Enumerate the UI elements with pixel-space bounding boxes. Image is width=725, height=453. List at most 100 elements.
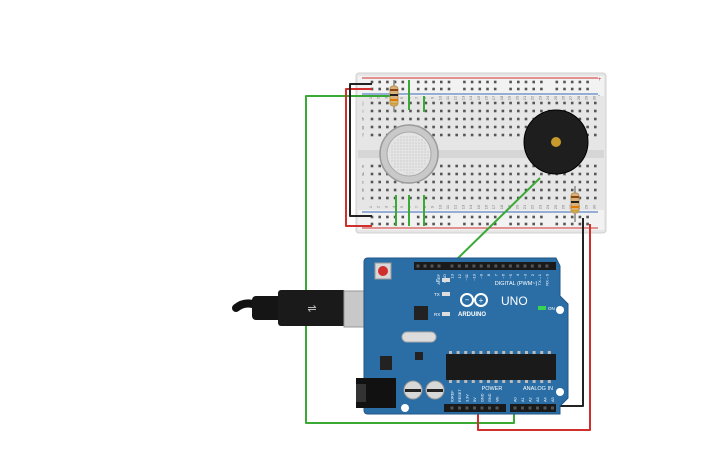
rail-hole[interactable] — [509, 80, 512, 84]
breadboard-hole[interactable] — [463, 101, 466, 105]
breadboard-hole[interactable] — [570, 172, 574, 176]
rail-hole[interactable] — [570, 80, 574, 84]
breadboard-hole[interactable] — [463, 109, 466, 113]
breadboard-hole[interactable] — [570, 109, 574, 113]
rail-hole[interactable] — [447, 215, 451, 219]
breadboard-hole[interactable] — [586, 172, 589, 176]
breadboard-hole[interactable] — [540, 109, 543, 113]
rail-hole[interactable] — [532, 80, 535, 84]
breadboard-hole[interactable] — [370, 188, 374, 192]
breadboard-hole[interactable] — [517, 133, 520, 137]
breadboard-hole[interactable] — [517, 125, 520, 129]
rail-hole[interactable] — [540, 87, 543, 91]
breadboard-hole[interactable] — [447, 117, 451, 121]
breadboard-hole[interactable] — [532, 188, 535, 192]
breadboard-hole[interactable] — [578, 164, 582, 168]
breadboard-hole[interactable] — [455, 172, 458, 176]
breadboard-hole[interactable] — [370, 101, 374, 105]
digital-header[interactable] — [414, 262, 556, 270]
breadboard-hole[interactable] — [378, 188, 381, 192]
breadboard-hole[interactable] — [532, 172, 535, 176]
rail-hole[interactable] — [586, 87, 589, 91]
breadboard-hole[interactable] — [455, 133, 458, 137]
breadboard-hole[interactable] — [393, 180, 397, 184]
breadboard-hole[interactable] — [463, 133, 466, 137]
rail-hole[interactable] — [378, 80, 381, 84]
breadboard-hole[interactable] — [478, 125, 482, 129]
power-pin-holes[interactable] — [450, 406, 499, 410]
breadboard-hole[interactable] — [570, 180, 574, 184]
rail-hole[interactable] — [370, 80, 374, 84]
breadboard-hole[interactable] — [416, 101, 420, 105]
breadboard-hole[interactable] — [509, 180, 512, 184]
rail-hole[interactable] — [470, 87, 474, 91]
rail-hole[interactable] — [586, 80, 589, 84]
breadboard-hole[interactable] — [440, 125, 443, 129]
breadboard-hole[interactable] — [470, 125, 474, 129]
breadboard-hole[interactable] — [578, 196, 582, 200]
breadboard-hole[interactable] — [524, 196, 528, 200]
digital-pin[interactable] — [487, 264, 490, 268]
rail-hole[interactable] — [463, 215, 466, 219]
rail-hole[interactable] — [517, 87, 520, 91]
rail-hole[interactable] — [416, 222, 420, 226]
wire-black-rail-link[interactable] — [349, 83, 372, 217]
breadboard-hole[interactable] — [470, 109, 474, 113]
rail-hole[interactable] — [570, 215, 574, 219]
breadboard-hole[interactable] — [594, 125, 597, 129]
breadboard-hole[interactable] — [378, 133, 381, 137]
breadboard-hole[interactable] — [463, 172, 466, 176]
rail-hole[interactable] — [478, 215, 482, 219]
breadboard-hole[interactable] — [586, 164, 589, 168]
breadboard-hole[interactable] — [432, 180, 435, 184]
breadboard-hole[interactable] — [501, 125, 505, 129]
breadboard-hole[interactable] — [493, 133, 497, 137]
rail-hole[interactable] — [432, 222, 435, 226]
wires[interactable] — [305, 80, 591, 431]
breadboard-hole[interactable] — [594, 133, 597, 137]
digital-pin[interactable] — [501, 264, 505, 268]
rail-hole[interactable] — [432, 87, 435, 91]
rail-hole[interactable] — [578, 80, 582, 84]
breadboard-hole[interactable] — [378, 196, 381, 200]
rail-hole[interactable] — [378, 215, 381, 219]
breadboard-hole[interactable] — [594, 109, 597, 113]
breadboard-hole[interactable] — [401, 109, 405, 113]
breadboard-hole[interactable] — [555, 180, 559, 184]
breadboard-hole[interactable] — [478, 188, 482, 192]
rail-hole[interactable] — [586, 222, 589, 226]
power-pin[interactable] — [495, 406, 499, 410]
breadboard-hole[interactable] — [570, 101, 574, 105]
reset-button-cap[interactable] — [378, 266, 388, 276]
breadboard-hole[interactable] — [416, 109, 420, 113]
breadboard-hole[interactable] — [563, 172, 566, 176]
breadboard-hole[interactable] — [447, 180, 451, 184]
rail-hole[interactable] — [463, 222, 466, 226]
breadboard-hole[interactable] — [478, 101, 482, 105]
breadboard-hole[interactable] — [493, 180, 497, 184]
breadboard-hole[interactable] — [455, 117, 458, 121]
gas-sensor[interactable] — [379, 124, 439, 184]
digital-pin[interactable] — [465, 264, 469, 268]
breadboard-hole[interactable] — [509, 101, 512, 105]
rail-hole[interactable] — [393, 80, 397, 84]
rail-hole[interactable] — [486, 80, 489, 84]
breadboard-hole[interactable] — [470, 180, 474, 184]
rail-hole[interactable] — [440, 222, 443, 226]
breadboard-hole[interactable] — [540, 188, 543, 192]
piezo-buzzer[interactable] — [523, 109, 589, 175]
breadboard-hole[interactable] — [455, 196, 458, 200]
rail-hole[interactable] — [493, 215, 497, 219]
rail-hole[interactable] — [524, 222, 528, 226]
breadboard-hole[interactable] — [578, 101, 582, 105]
power-pin[interactable] — [458, 406, 461, 410]
digital-pin[interactable] — [494, 264, 498, 268]
breadboard-hole[interactable] — [470, 133, 474, 137]
breadboard-hole[interactable] — [524, 101, 528, 105]
digital-pin[interactable] — [530, 264, 534, 268]
breadboard-hole[interactable] — [386, 125, 389, 129]
breadboard-hole[interactable] — [547, 180, 551, 184]
breadboard-hole[interactable] — [370, 133, 374, 137]
digital-pin[interactable] — [472, 264, 476, 268]
